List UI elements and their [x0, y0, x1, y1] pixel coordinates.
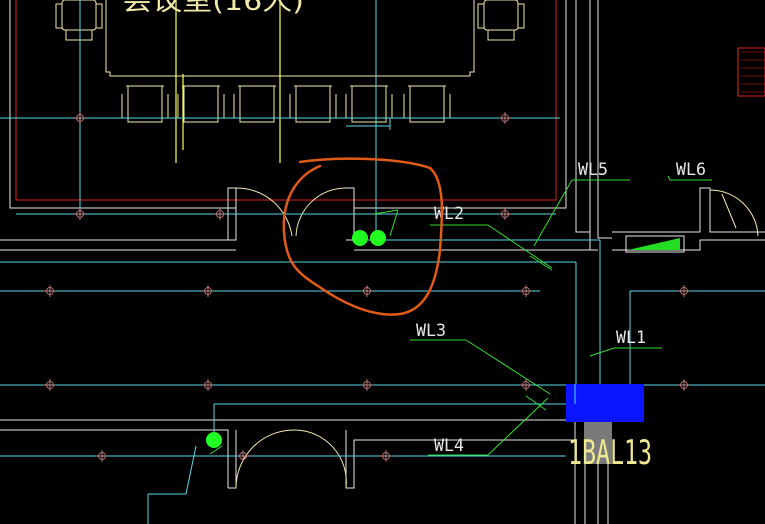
yellow-lines	[175, 0, 281, 163]
light-fixture-icon	[352, 230, 368, 246]
chair-icon	[403, 85, 451, 123]
circuit-label-wl5: WL5	[578, 160, 608, 180]
chair-icon	[121, 85, 169, 123]
grid-point-icon	[44, 285, 56, 297]
room-boundary	[15, 0, 765, 201]
room-title: 会议室(16人)	[122, 0, 304, 17]
grid-point-icon	[380, 450, 392, 462]
circuit-label-wl1: WL1	[616, 328, 646, 348]
grid-point-icon	[214, 208, 226, 220]
grid-point-icon	[44, 379, 56, 391]
circuit-leaders	[209, 175, 712, 456]
grid-point-icon	[499, 208, 511, 220]
panel-tag: 1BAL13	[568, 433, 652, 473]
grid-points	[44, 112, 690, 462]
grid-point-icon	[520, 285, 532, 297]
grid-point-icon	[96, 450, 108, 462]
grid-point-icon	[361, 285, 373, 297]
circuit-label-wl2: WL2	[434, 204, 464, 224]
grid-point-icon	[361, 379, 373, 391]
distribution-panel-icon	[566, 384, 644, 464]
circuit-label-wl3: WL3	[416, 321, 446, 341]
grid-point-icon	[202, 285, 214, 297]
chair-icon	[55, 0, 103, 41]
markup-circle	[282, 157, 444, 316]
grid-point-icon	[520, 379, 532, 391]
grid-point-icon	[202, 379, 214, 391]
door-swing-icon	[235, 187, 347, 237]
chair-icon	[177, 85, 225, 123]
grid-point-icon	[237, 450, 249, 462]
light-fixtures	[206, 230, 386, 448]
conference-furniture	[55, 0, 525, 123]
light-fixture-icon	[206, 432, 222, 448]
grid-point-icon	[499, 112, 511, 124]
circuit-label-wl6: WL6	[676, 160, 706, 180]
chair-icon	[233, 85, 281, 123]
chair-icon	[345, 85, 393, 123]
grid-point-icon	[74, 208, 86, 220]
door-swing-icon	[709, 189, 759, 237]
light-fixture-icon	[370, 230, 386, 246]
chair-icon	[289, 85, 337, 123]
door-swing-icon	[235, 429, 347, 489]
grid-point-icon	[678, 379, 690, 391]
grid-point-icon	[74, 112, 86, 124]
chair-icon	[477, 0, 525, 41]
grid-point-icon	[678, 285, 690, 297]
circuit-label-wl4: WL4	[434, 436, 464, 456]
emergency-sign-icon	[625, 235, 685, 253]
